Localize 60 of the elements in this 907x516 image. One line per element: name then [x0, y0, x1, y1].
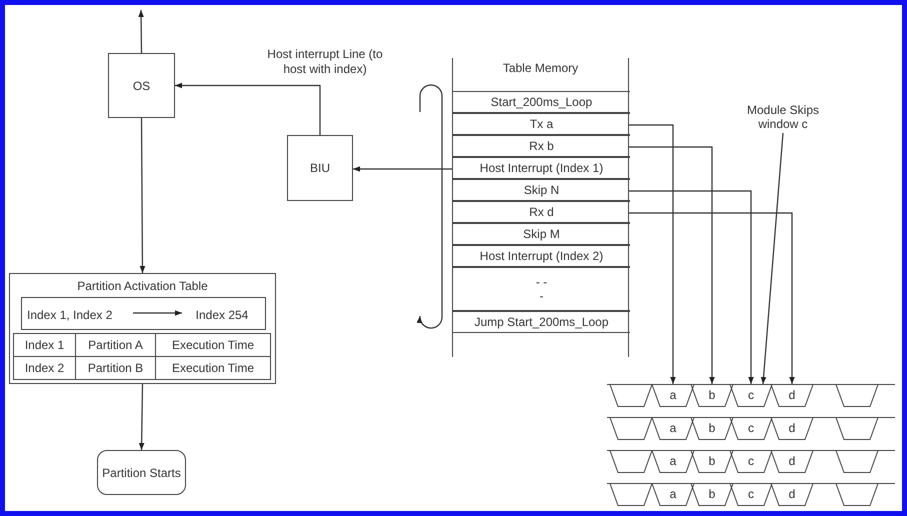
- bus-slot: d: [771, 483, 813, 506]
- bus-slot: d: [771, 417, 813, 440]
- table-row: Host Interrupt (Index 2): [453, 245, 630, 267]
- bus-slot: [610, 483, 652, 506]
- arrow: [138, 10, 144, 53]
- arrow: [760, 132, 784, 384]
- bus-slot: [836, 384, 878, 407]
- table-row: Rx b: [453, 135, 630, 157]
- bus-slot: a: [652, 417, 694, 440]
- bus-slot: c: [730, 450, 772, 473]
- bus-slot: [610, 417, 652, 440]
- annotation-text: Module Skips window c: [735, 100, 831, 133]
- table-cell: Execution Time: [155, 333, 271, 357]
- bus-slot: d: [771, 384, 813, 407]
- process-box: OS: [108, 53, 175, 118]
- annotation-text: Index 254: [184, 307, 260, 323]
- annotation-text: Index 1, Index 2: [27, 307, 135, 323]
- process-box: BIU: [287, 135, 353, 201]
- arrow: [133, 310, 182, 316]
- arrow: [629, 190, 754, 384]
- bus-slot: b: [691, 450, 733, 473]
- arrow: [138, 384, 144, 450]
- bus-slot: b: [691, 483, 733, 506]
- terminal-box: Partition Starts: [97, 450, 186, 495]
- table-cell: Index 1: [13, 333, 76, 357]
- table-cell: Execution Time: [155, 356, 271, 380]
- table-row: Skip M: [453, 223, 630, 245]
- table-row: Jump Start_200ms_Loop: [453, 311, 630, 333]
- bus-slot: [836, 417, 878, 440]
- arrow: [140, 118, 146, 273]
- bus-slot: a: [652, 384, 694, 407]
- arrow: [353, 166, 452, 172]
- arrow: [175, 82, 321, 135]
- bus-slot: c: [730, 417, 772, 440]
- table-title: Table Memory: [502, 61, 580, 75]
- table-row: Host Interrupt (Index 1): [453, 157, 630, 179]
- table-row: Rx d: [453, 201, 630, 223]
- bus-slot: c: [730, 384, 772, 407]
- panel-title: Partition Activation Table: [76, 279, 209, 293]
- bus-slot: [610, 450, 652, 473]
- bus-slot: [610, 384, 652, 407]
- memory-table: [452, 58, 629, 357]
- table-row: Skip N: [453, 179, 630, 201]
- bus-slot: a: [652, 483, 694, 506]
- bus-slot: a: [652, 450, 694, 473]
- bus-slot: b: [691, 384, 733, 407]
- table-row: - - -: [453, 267, 630, 311]
- table-panel: [9, 273, 276, 384]
- index-box: [21, 297, 266, 330]
- bus-slot: d: [771, 450, 813, 473]
- table-cell: Index 2: [13, 356, 76, 380]
- arrow: [629, 124, 676, 384]
- bus-slot: b: [691, 417, 733, 440]
- arrow: [629, 212, 795, 384]
- bus-slot: c: [730, 483, 772, 506]
- bus-slot: [836, 450, 878, 473]
- table-row: Start_200ms_Loop: [453, 91, 630, 113]
- bus-slot: [836, 483, 878, 506]
- table-row: Tx a: [453, 113, 630, 135]
- arrow: [629, 146, 715, 384]
